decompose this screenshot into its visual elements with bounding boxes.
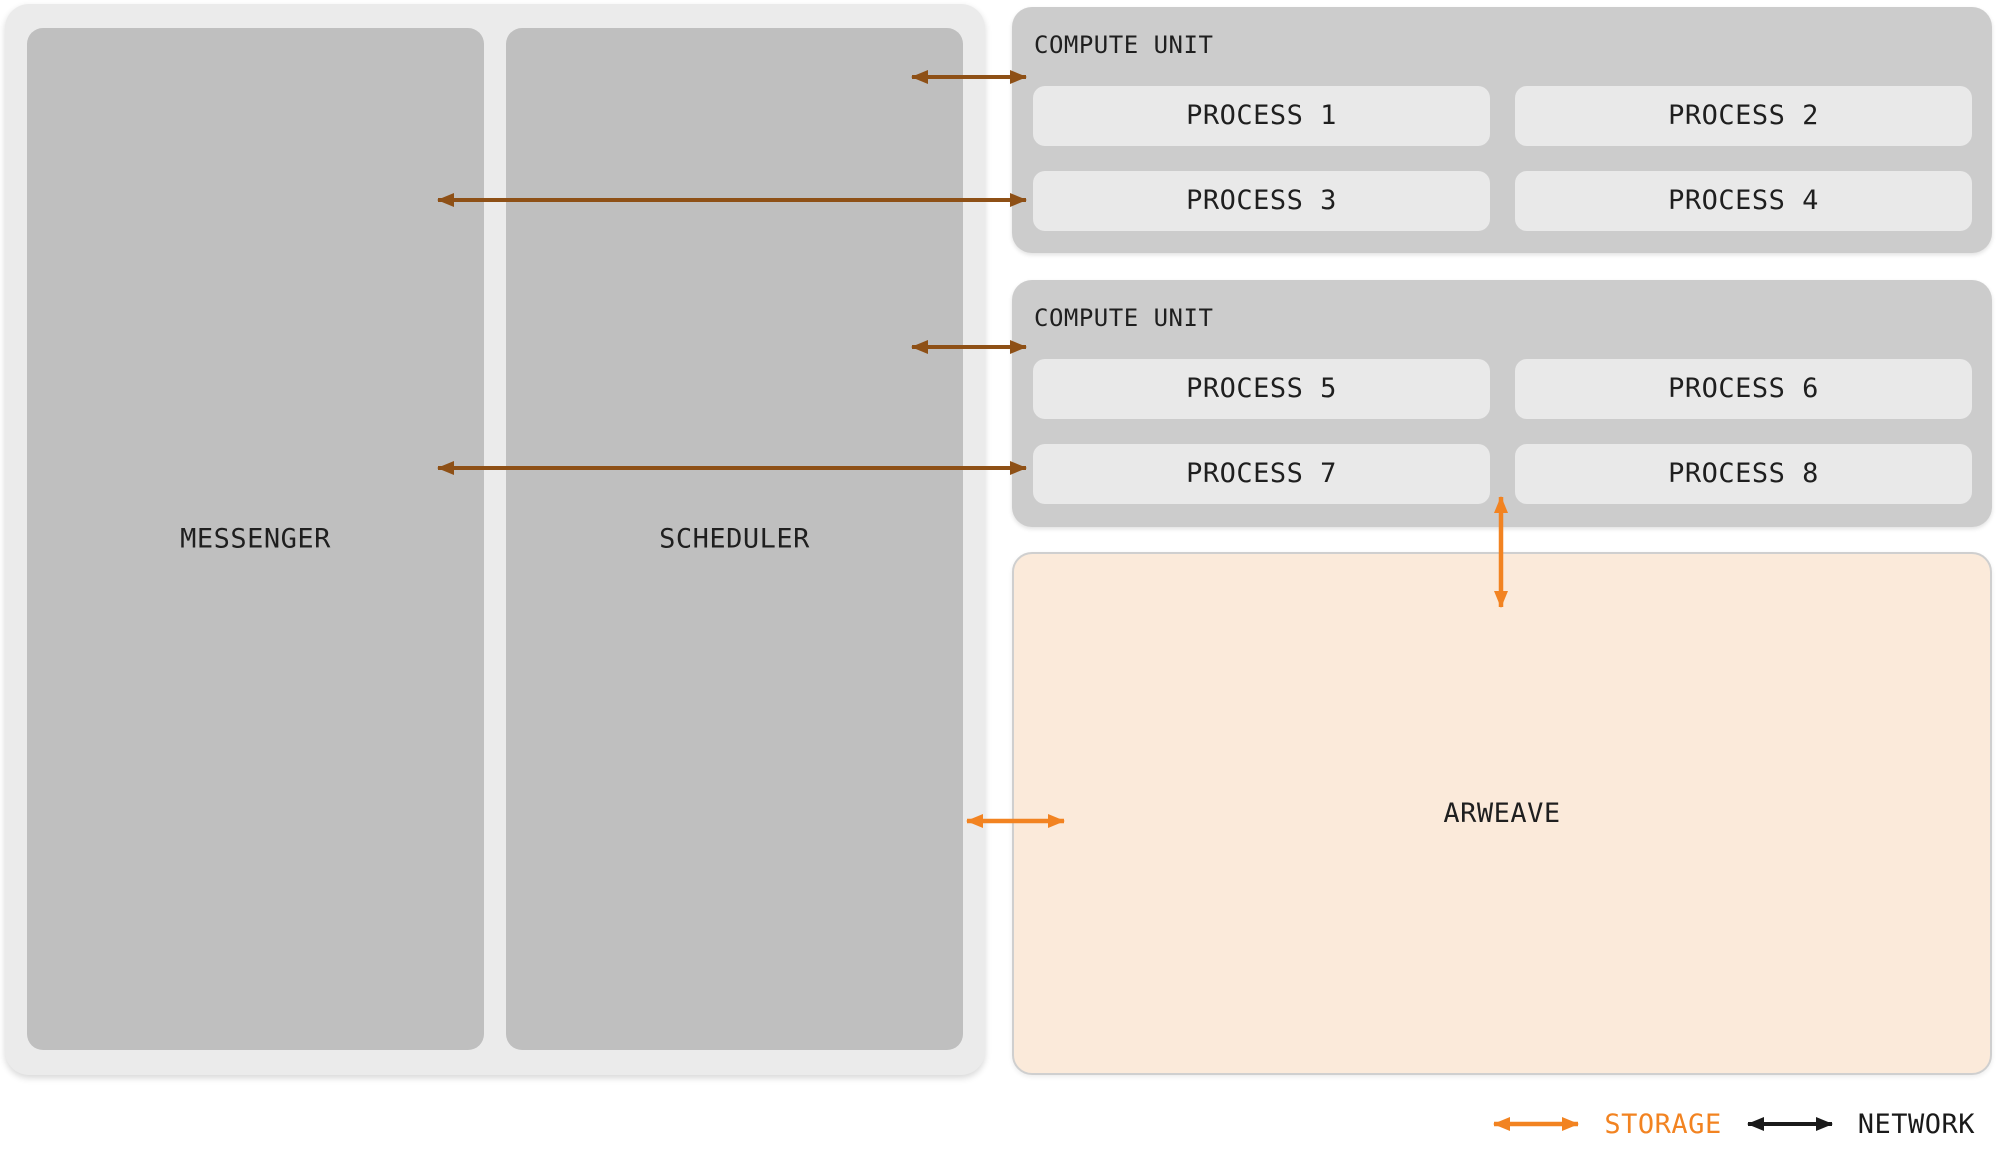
scheduler-panel: SCHEDULER — [506, 28, 963, 1050]
process-6-box: PROCESS 6 — [1515, 359, 1972, 419]
compute-unit-2-title: COMPUTE UNIT — [1034, 304, 1214, 332]
messenger-scheduler-unit: MESSENGER SCHEDULER — [5, 4, 985, 1075]
compute-unit-1: COMPUTE UNIT PROCESS 1 PROCESS 2 PROCESS… — [1012, 7, 1992, 253]
legend-storage-label: STORAGE — [1604, 1108, 1722, 1140]
legend: STORAGE NETWORK — [1488, 1105, 1975, 1143]
process-1-box: PROCESS 1 — [1033, 86, 1490, 146]
process-2-box: PROCESS 2 — [1515, 86, 1972, 146]
process-3-box: PROCESS 3 — [1033, 171, 1490, 231]
arweave-label: ARWEAVE — [1443, 798, 1561, 829]
process-8-box: PROCESS 8 — [1515, 444, 1972, 504]
storage-arrow-icon — [1493, 1117, 1580, 1131]
legend-network-label: NETWORK — [1857, 1108, 1975, 1140]
arweave-box: ARWEAVE — [1012, 552, 1992, 1075]
process-7-box: PROCESS 7 — [1033, 444, 1490, 504]
network-arrow-icon — [1746, 1117, 1833, 1131]
compute-unit-2: COMPUTE UNIT PROCESS 5 PROCESS 6 PROCESS… — [1012, 280, 1992, 527]
messenger-panel: MESSENGER — [27, 28, 484, 1050]
scheduler-label: SCHEDULER — [659, 523, 810, 555]
compute-unit-1-title: COMPUTE UNIT — [1034, 31, 1214, 59]
messenger-label: MESSENGER — [180, 523, 331, 555]
process-5-box: PROCESS 5 — [1033, 359, 1490, 419]
process-4-box: PROCESS 4 — [1515, 171, 1972, 231]
